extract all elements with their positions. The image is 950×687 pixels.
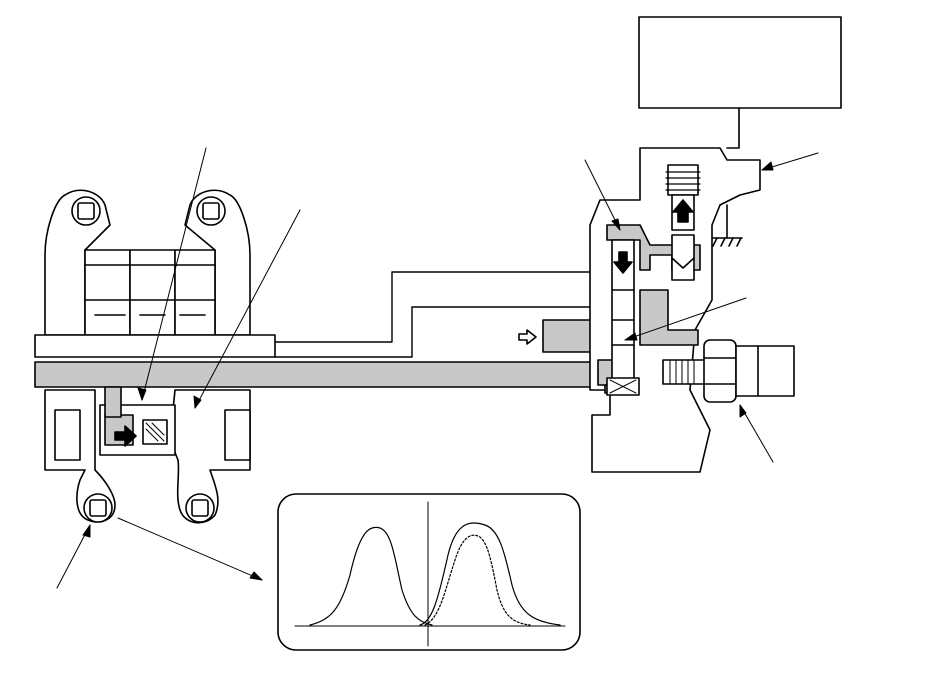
rocker-block-2: [129, 249, 176, 336]
threaded-stem: [662, 359, 706, 385]
flow-arrow-icon: [249, 571, 263, 581]
ground-icon: [711, 204, 743, 247]
flow-arrow-icon: [82, 524, 91, 538]
spring-icon: [665, 171, 701, 191]
upper-rocker-arm-right: [184, 189, 251, 336]
control-unit-box: [638, 16, 842, 149]
flow-arrow-icon: [739, 404, 747, 418]
leader-lines: [56, 147, 819, 589]
bolt-icon: [196, 196, 226, 226]
bolt-icon: [71, 196, 101, 226]
upper-rocker-arm-left: [44, 189, 111, 336]
rocker-block-3: [174, 249, 216, 336]
sensor-body: [735, 345, 795, 397]
cam-profile-inset: [277, 493, 581, 651]
flow-arrow-icon: [518, 329, 537, 345]
flow-arrow-icon: [193, 395, 202, 409]
main-oil-gallery: [34, 361, 611, 388]
flow-arrow-icon: [611, 218, 621, 231]
rocker-arm-assembly: [34, 189, 276, 524]
flow-arrow-icon: [114, 425, 137, 447]
flow-arrow-icon: [137, 387, 147, 401]
curve-mid: [424, 534, 531, 626]
curve-high-speed: [419, 522, 561, 626]
bolt-icon: [83, 493, 113, 523]
spool-valve-body: [589, 147, 795, 473]
rocker-block-1: [84, 249, 131, 336]
curve-low-speed: [309, 526, 433, 626]
flow-arrow-icon: [624, 332, 638, 341]
nut-icon: [703, 339, 737, 403]
flow-arrow-icon: [613, 251, 633, 274]
flow-arrow-icon: [761, 161, 774, 171]
rocker-shaft: [34, 334, 276, 358]
flow-arrow-icon: [672, 199, 694, 223]
bolt-icon: [185, 493, 215, 523]
oil-passages: [34, 271, 611, 418]
